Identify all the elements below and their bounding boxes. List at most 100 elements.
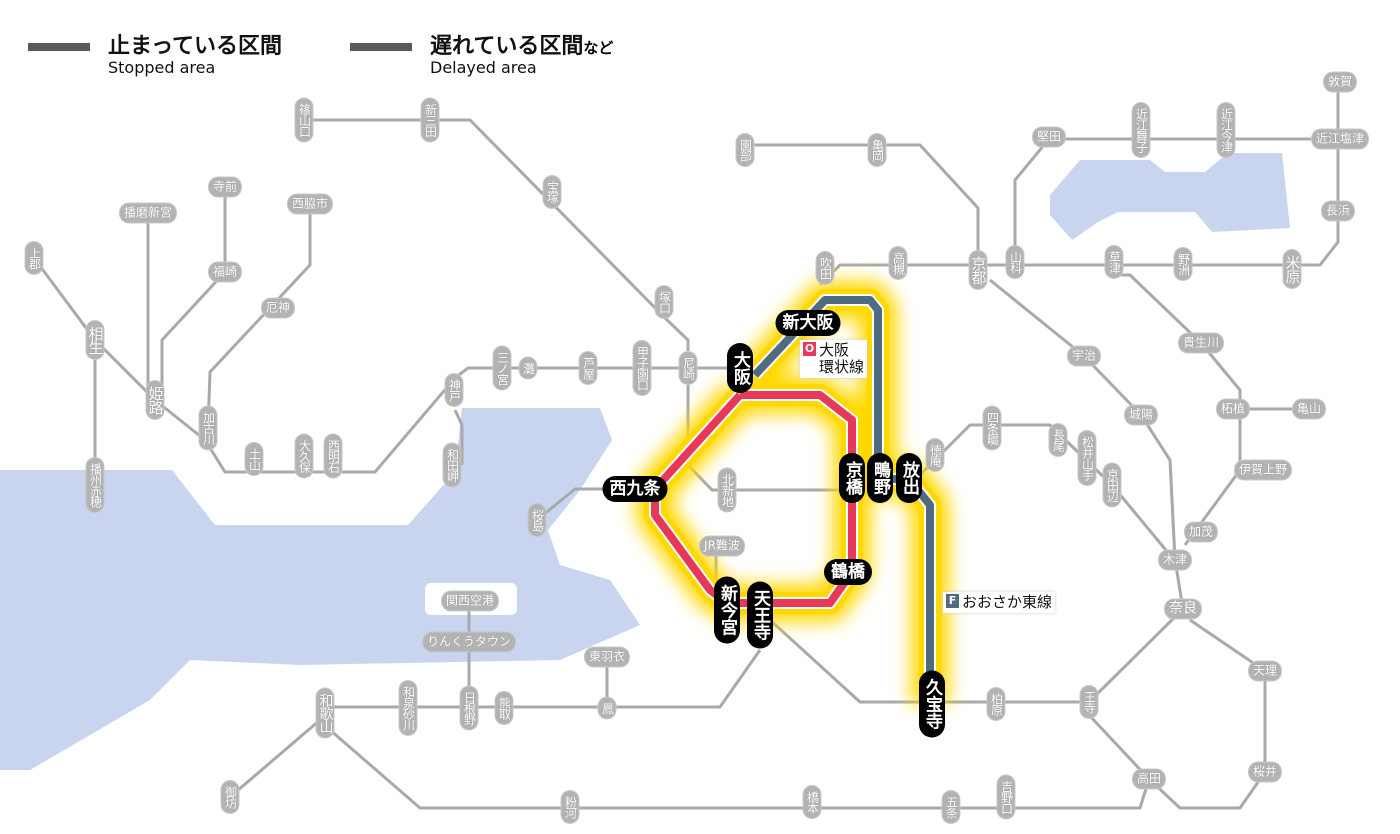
station[interactable]: 寺前	[208, 177, 242, 197]
station[interactable]: 加茂	[1184, 522, 1218, 542]
station[interactable]: 貴生川	[1178, 333, 1224, 353]
station[interactable]: 播磨新宮	[119, 203, 177, 223]
station[interactable]: 神戸	[445, 374, 463, 406]
station[interactable]: 京都	[969, 251, 988, 289]
station[interactable]: 木津	[1158, 550, 1192, 570]
osaka-higashi-line[interactable]	[752, 296, 934, 704]
affected-station[interactable]: 新大阪	[775, 310, 841, 336]
station[interactable]: 亀山	[1292, 399, 1326, 419]
station[interactable]: 松井山手	[1078, 431, 1096, 485]
east-line-name: おおさか東線	[962, 593, 1053, 611]
east-line-badge: F	[946, 594, 959, 608]
station[interactable]: 伊賀上野	[1234, 460, 1292, 480]
legend-delayed-en: Delayed area	[430, 58, 537, 77]
station[interactable]: 長浜	[1321, 201, 1355, 221]
station[interactable]: 天理	[1248, 661, 1282, 681]
station[interactable]: 灘	[519, 357, 537, 379]
station[interactable]: 播州赤穂	[86, 458, 104, 512]
station[interactable]: 新三田	[421, 98, 439, 142]
station[interactable]: 塚口	[655, 286, 673, 318]
station[interactable]: 四条畷	[983, 406, 1001, 450]
station[interactable]: 宇治	[1067, 346, 1101, 366]
station[interactable]: 京田辺	[1103, 463, 1121, 507]
station[interactable]: 徳庵	[926, 439, 944, 471]
station[interactable]: 高田	[1132, 769, 1166, 789]
station[interactable]: JR難波	[700, 536, 744, 556]
station[interactable]: 山科	[1006, 246, 1024, 278]
station[interactable]: 王寺	[1080, 686, 1098, 718]
station[interactable]: 野洲	[1174, 248, 1192, 280]
station[interactable]: 東羽衣	[584, 647, 630, 667]
station[interactable]: 和泉砂川	[399, 681, 417, 735]
station[interactable]: 桜井	[1248, 762, 1282, 782]
station[interactable]: 草津	[1105, 246, 1123, 278]
station[interactable]: 桜島	[528, 504, 546, 536]
station[interactable]: りんくうタウン	[423, 632, 515, 652]
station[interactable]: 熊取	[495, 692, 513, 724]
station[interactable]: 米原	[1283, 250, 1302, 288]
station[interactable]: 土山	[245, 443, 263, 475]
station[interactable]: 三ノ宮	[493, 346, 511, 390]
affected-station[interactable]: 久宝寺	[919, 670, 945, 738]
station[interactable]: 厄神	[261, 298, 295, 318]
station[interactable]: 相生	[86, 321, 105, 359]
station[interactable]: 日根野	[460, 686, 478, 730]
station[interactable]: 近江舞子	[1132, 103, 1150, 157]
loop-line-name-2: 環状線	[819, 358, 865, 376]
station[interactable]: 西明石	[324, 434, 342, 478]
station[interactable]: 亀岡	[868, 134, 886, 166]
station[interactable]: 近江塩津	[1311, 129, 1369, 149]
legend-stopped: 止まっている区間 Stopped area	[108, 28, 282, 77]
affected-station[interactable]: 大阪	[727, 343, 753, 393]
legend-stopped-en: Stopped area	[108, 58, 216, 77]
station[interactable]: 柘植	[1216, 399, 1250, 419]
station[interactable]: 城陽	[1124, 405, 1158, 425]
station[interactable]: 園部	[736, 134, 754, 166]
lake-biwa	[1050, 153, 1290, 240]
affected-station[interactable]: 鴫野	[867, 453, 893, 503]
station[interactable]: 福崎	[208, 262, 242, 282]
affected-station[interactable]: 放出	[896, 453, 922, 503]
station[interactable]: 高槻	[889, 247, 907, 279]
station[interactable]: 西脇市	[287, 194, 333, 214]
station[interactable]: 大久保	[295, 434, 313, 478]
station[interactable]: 篠山口	[295, 98, 313, 142]
station[interactable]: 尼崎	[679, 352, 697, 384]
station[interactable]: 宝塚	[543, 176, 561, 208]
affected-station[interactable]: 天王寺	[747, 581, 773, 649]
loop-line-name-1: 大阪	[819, 341, 850, 359]
station[interactable]: 甲子園口	[633, 341, 651, 395]
station[interactable]: 和歌山	[316, 688, 334, 738]
station[interactable]: 上郡	[25, 242, 43, 274]
affected-station[interactable]: 鶴橋	[824, 559, 872, 585]
station[interactable]: 鳳	[598, 697, 616, 719]
station[interactable]: 芦屋	[579, 352, 597, 384]
station[interactable]: 堅田	[1032, 127, 1066, 147]
station[interactable]: 粉河	[561, 791, 579, 823]
station[interactable]: 近江今津	[1217, 103, 1235, 157]
loop-line-badge: O	[803, 342, 816, 356]
affected-station[interactable]: 西九条	[602, 476, 668, 502]
station[interactable]: 長尾	[1049, 424, 1067, 456]
osaka-loop-line[interactable]	[651, 391, 856, 607]
station[interactable]: 敦賀	[1323, 72, 1357, 92]
affected-station[interactable]: 新今宮	[714, 576, 740, 644]
station[interactable]: 加古川	[199, 406, 217, 450]
station[interactable]: 五条	[942, 791, 960, 823]
station[interactable]: 吹田	[816, 252, 834, 284]
station[interactable]: 吉野口	[997, 775, 1015, 819]
station[interactable]: 奈良	[1165, 599, 1201, 619]
station[interactable]: 御坊	[221, 781, 239, 813]
station[interactable]: 柏原	[987, 688, 1005, 720]
station[interactable]: 北新地	[718, 468, 736, 512]
water	[0, 153, 1290, 770]
legend-delayed-jp: 遅れている区間	[430, 34, 584, 59]
station[interactable]: 橋本	[803, 786, 821, 818]
legend-stopped-jp: 止まっている区間	[108, 34, 283, 59]
station[interactable]: 和田岬	[443, 443, 461, 487]
station[interactable]: 姫路	[146, 381, 165, 419]
station[interactable]: 関西空港	[441, 591, 499, 611]
affected-station[interactable]: 京橋	[839, 453, 865, 503]
